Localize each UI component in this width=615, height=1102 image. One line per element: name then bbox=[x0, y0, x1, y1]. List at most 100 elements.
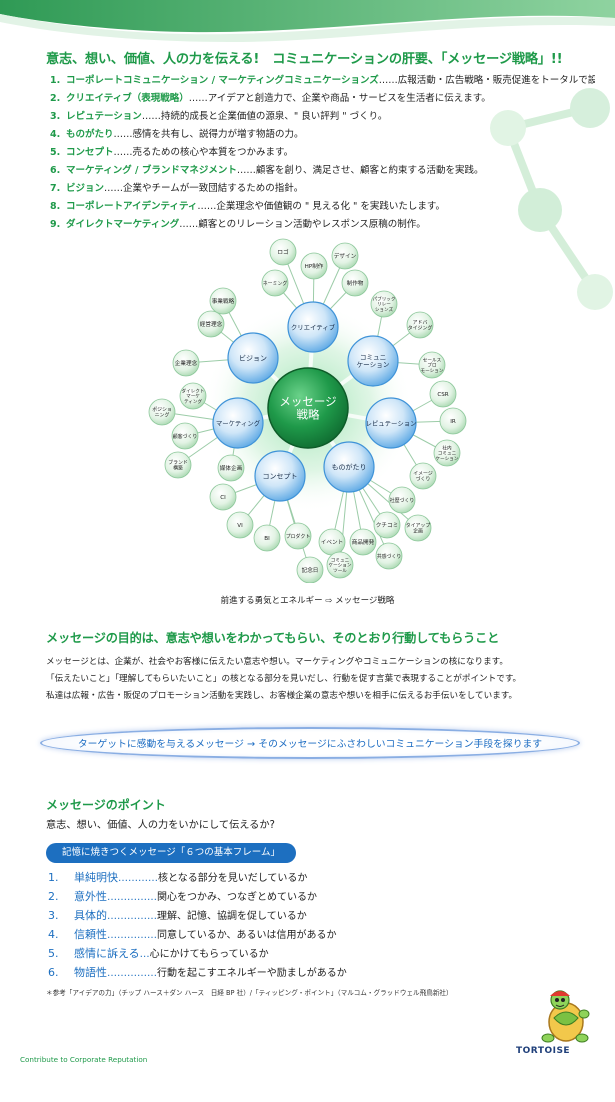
frame-item: 1.単純明快…………核となる部分を見いだしているか bbox=[48, 868, 468, 887]
leaf-circle bbox=[439, 407, 467, 435]
purpose-title: メッセージの目的は、意志や想いをわかってもらい、そのとおり行動してもらうこと bbox=[46, 631, 500, 645]
item-description: ……広報活動・広告戦略・販売促進をトータルで設計。 bbox=[378, 75, 595, 86]
list-item: 6.マーケティング / ブランドマネジメント……顧客を創り、満足させ、顧客と約束… bbox=[50, 162, 595, 180]
center-circle bbox=[267, 367, 349, 449]
leaf-circle bbox=[284, 522, 312, 550]
list-item: 2.クリエイティブ（表現戦略）……アイデアと創造力で、企業や商品・サービスを生活… bbox=[50, 90, 595, 108]
leaf-node: デザイン bbox=[331, 242, 359, 270]
leaf-circle bbox=[261, 269, 289, 297]
list-item: 5.コンセプト……売るための核心や本質をつかみます。 bbox=[50, 144, 595, 162]
tortoise-mascot-icon bbox=[541, 990, 590, 1043]
frame-dots: … bbox=[139, 949, 150, 960]
leaf-circle bbox=[209, 483, 237, 511]
frame-item: 3.具体的……………理解、記憶、協調を促しているか bbox=[48, 906, 468, 925]
node-label: ツール bbox=[333, 569, 347, 574]
frame-description: 関心をつかみ、つなぎとめているか bbox=[157, 892, 317, 903]
list-item: 3. レピュテーション……持続的成長と企業価値の源泉、" 良い評判 " づくり。 bbox=[50, 108, 595, 126]
frame-number: 6. bbox=[48, 966, 59, 979]
frame-item: 2.意外性……………関心をつかみ、つなぎとめているか bbox=[48, 887, 468, 906]
leaf-node: VI bbox=[226, 511, 254, 539]
frame-dots: …………… bbox=[107, 930, 157, 941]
node-label: モーション bbox=[421, 368, 444, 374]
hub-circle bbox=[323, 441, 375, 493]
item-number: 3. bbox=[50, 111, 61, 122]
list-item: 8. コーポレートアイデンティティ……企業理念や価値観の " 見える化 " を実践… bbox=[50, 198, 595, 216]
node-label: コミュニ bbox=[438, 451, 457, 457]
node-label: ロゴ bbox=[277, 248, 289, 256]
leaf-circle bbox=[296, 556, 324, 583]
brand-logo: TORTOISE bbox=[516, 1046, 571, 1056]
leaf-node: 経営理念 bbox=[197, 310, 225, 338]
node-label: 社内 bbox=[442, 445, 452, 452]
item-term: ものがたり bbox=[66, 129, 114, 140]
node-label: ブランド bbox=[168, 459, 188, 466]
item-description: ……感情を共有し、説得力が増す物語の力。 bbox=[113, 129, 304, 140]
node-label: VI bbox=[237, 523, 243, 529]
frame-dots: …………… bbox=[107, 892, 157, 903]
leaf-node: ネーミング bbox=[261, 269, 289, 297]
leaf-node: 事業戦略 bbox=[209, 287, 237, 315]
center-node: メッセージ戦略 bbox=[267, 367, 349, 449]
item-description: ……企業やチームが一致団結するための指針。 bbox=[104, 183, 304, 194]
node-label: 商品開発 bbox=[352, 538, 375, 546]
leaf-circle bbox=[326, 551, 354, 579]
node-label: コミュニ bbox=[331, 558, 350, 564]
leaf-circle bbox=[172, 349, 200, 377]
leaf-circle bbox=[406, 311, 434, 339]
node-label: 共感づくり bbox=[377, 553, 401, 560]
leaf-node: BI bbox=[253, 524, 281, 552]
node-label: 企業理念 bbox=[175, 359, 198, 367]
node-label: コンセプト bbox=[263, 473, 298, 481]
hub-node: コンセプト bbox=[254, 450, 306, 502]
node-label: ケーション bbox=[436, 455, 459, 462]
leaf-node: 媒体企画 bbox=[217, 454, 245, 482]
leaf-node: 社歴づくり bbox=[388, 486, 416, 514]
item-description: ……企業理念や価値観の " 見える化 " を実践いたします。 bbox=[197, 201, 445, 212]
frame-term: 単純明快 bbox=[74, 871, 118, 884]
frame-number: 5. bbox=[48, 947, 59, 960]
node-label: ネーミング bbox=[263, 280, 288, 287]
frame-description: 行動を起こすエネルギーや励ましがあるか bbox=[157, 968, 347, 979]
leaf-circle bbox=[349, 528, 377, 556]
frame-dots: …………… bbox=[107, 968, 157, 979]
item-description: ……持続的成長と企業価値の源泉、" 良い評判 " づくり。 bbox=[141, 111, 388, 122]
frame-number: 4. bbox=[48, 928, 59, 941]
hub-circle bbox=[365, 397, 417, 449]
item-term: コーポレートコミュニケーション / マーケティングコミュニケーションズ bbox=[66, 75, 379, 86]
item-term: レピュテーション bbox=[66, 111, 142, 122]
node-label: パブリック bbox=[373, 296, 396, 303]
points-title: メッセージのポイント bbox=[46, 798, 166, 812]
node-label: クチコミ bbox=[376, 522, 398, 529]
item-description: ……顧客とのリレーション活動やレスポンス原稿の制作。 bbox=[179, 219, 426, 230]
node-label: マーケ bbox=[186, 393, 200, 400]
leaf-circle bbox=[164, 451, 192, 479]
leaf-node: IR bbox=[439, 407, 467, 435]
leaf-circle bbox=[148, 398, 176, 426]
molecule-node bbox=[570, 88, 610, 128]
node-label: メッセージ bbox=[279, 395, 336, 409]
leaf-circle bbox=[209, 287, 237, 315]
leaf-circle bbox=[226, 511, 254, 539]
node-label: セールス bbox=[423, 358, 442, 364]
item-term: コーポレートアイデンティティ bbox=[66, 201, 198, 212]
item-description: ……アイデアと創造力で、企業や商品・サービスを生活者に伝えます。 bbox=[188, 93, 491, 104]
node-label: ニング bbox=[155, 412, 170, 419]
service-list: 1.コーポレートコミュニケーション / マーケティングコミュニケーションズ……広… bbox=[50, 72, 595, 234]
leaf-node: ロゴ bbox=[269, 238, 297, 266]
node-label: 構築 bbox=[173, 465, 183, 472]
node-label: タイジング bbox=[408, 325, 433, 332]
node-label: デザイン bbox=[334, 252, 357, 260]
node-label: CI bbox=[220, 495, 226, 501]
item-number: 8. bbox=[50, 201, 61, 212]
node-label: ポジショ bbox=[152, 406, 172, 413]
hub-node: ものがたり bbox=[323, 441, 375, 493]
leaf-circle bbox=[373, 511, 401, 539]
node-label: IR bbox=[450, 419, 456, 425]
